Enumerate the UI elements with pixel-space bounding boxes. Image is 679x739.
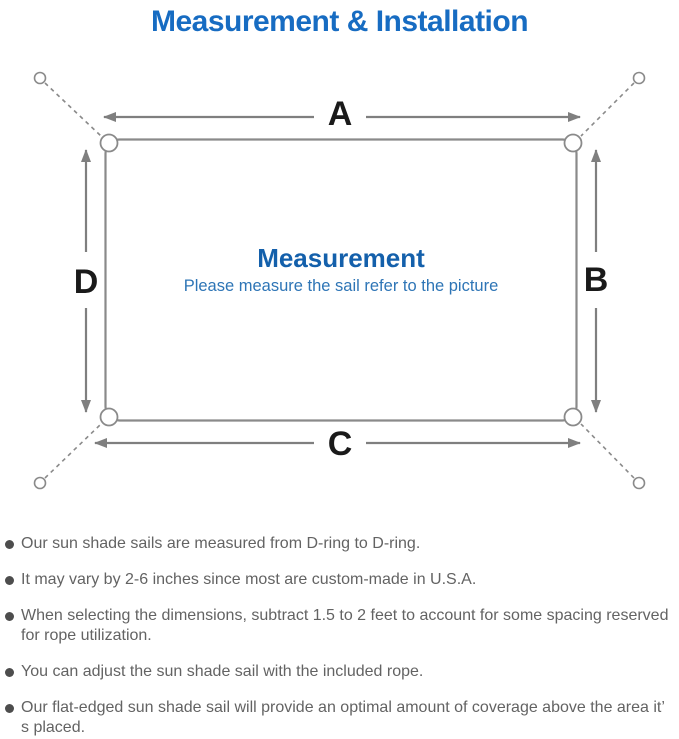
dimension-label-b: B <box>584 261 609 299</box>
dimension-label-a: A <box>328 95 353 133</box>
diagram-subheading: Please measure the sail refer to the pic… <box>183 277 499 295</box>
bullet-icon <box>5 704 14 713</box>
rope-line-bottom-right <box>580 423 635 479</box>
note-text: Our flat-edged sun shade sail will provi… <box>21 699 665 736</box>
diagram-center-text: Measurement Please measure the sail refe… <box>105 241 577 297</box>
dimension-label-c: C <box>328 425 353 463</box>
diagram-heading: Measurement <box>257 243 425 273</box>
note-item: When selecting the dimensions, subtract … <box>5 606 675 646</box>
note-text: Our sun shade sails are measured from D-… <box>21 535 421 552</box>
note-item: Our sun shade sails are measured from D-… <box>5 534 675 554</box>
note-item: Our flat-edged sun shade sail will provi… <box>5 698 675 738</box>
d-ring-top-right-icon <box>563 133 583 153</box>
rope-line-top-left <box>44 82 102 137</box>
rope-line-bottom-left <box>44 423 102 479</box>
notes-list: Our sun shade sails are measured from D-… <box>0 534 679 739</box>
d-ring-bottom-left-icon <box>99 407 119 427</box>
note-item: It may vary by 2-6 inches since most are… <box>5 570 675 590</box>
sail-measurement-diagram: A C D B Measurement Please measure the s… <box>0 46 679 530</box>
bullet-icon <box>5 540 14 549</box>
anchor-ring-top-left-icon <box>33 71 47 85</box>
sail-diagram-canvas: A C D B <box>33 71 646 490</box>
note-text: You can adjust the sun shade sail with t… <box>21 663 424 680</box>
d-ring-bottom-right-icon <box>563 407 583 427</box>
bullet-icon <box>5 668 14 677</box>
rope-line-top-right <box>580 82 635 137</box>
note-text: It may vary by 2-6 inches since most are… <box>21 571 477 588</box>
note-item: You can adjust the sun shade sail with t… <box>5 662 675 682</box>
page-title: Measurement & Installation <box>150 5 529 38</box>
anchor-ring-bottom-left-icon <box>33 476 47 490</box>
anchor-ring-top-right-icon <box>632 71 646 85</box>
anchor-ring-bottom-right-icon <box>632 476 646 490</box>
d-ring-top-left-icon <box>99 133 119 153</box>
sail-rectangle <box>104 138 578 422</box>
bullet-icon <box>5 612 14 621</box>
bullet-icon <box>5 576 14 585</box>
dimension-label-d: D <box>74 263 99 301</box>
note-text: When selecting the dimensions, subtract … <box>21 607 669 644</box>
